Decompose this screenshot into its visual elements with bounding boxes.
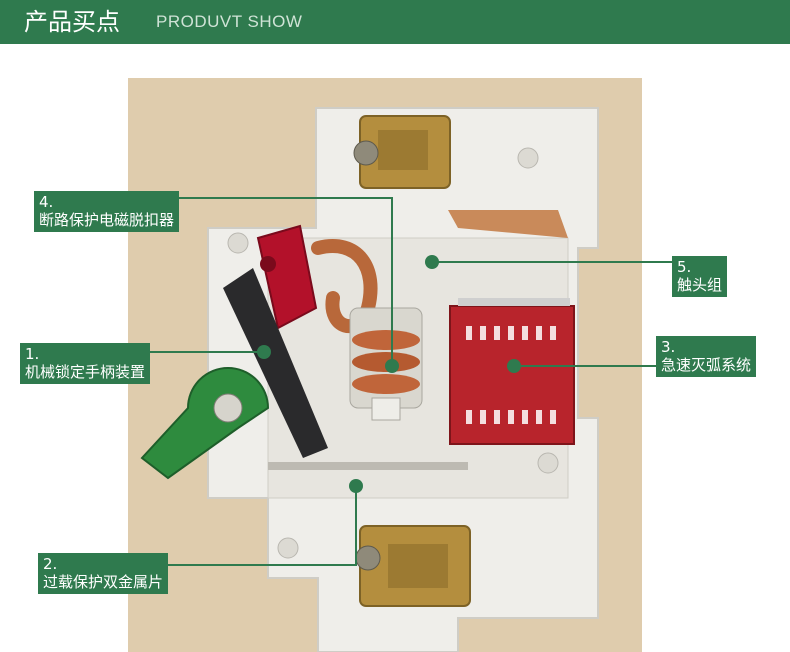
callout-5-number: 5.: [677, 258, 692, 276]
callout-1-number: 1.: [25, 345, 40, 363]
leader-dot-1: [257, 345, 271, 359]
leader-dot-2: [349, 479, 363, 493]
callout-3-number: 3.: [661, 338, 676, 356]
callout-4: 4. 断路保护电磁脱扣器: [34, 191, 180, 232]
green-lever: [140, 367, 270, 480]
breaker-illustration: [128, 78, 642, 652]
callout-2-number: 2.: [43, 555, 58, 573]
callout-5: 5. 触头组: [672, 256, 728, 297]
callout-4-number: 4.: [39, 193, 54, 211]
leader-dot-4: [385, 359, 399, 373]
callout-3: 3. 急速灭弧系统: [656, 336, 757, 377]
leader-dot-5: [425, 255, 439, 269]
callout-4-text: 断路保护电磁脱扣器: [39, 211, 175, 229]
leader-dot-3: [507, 359, 521, 373]
black-lever: [223, 268, 328, 458]
header-bar: 产品买点 PRODUVT SHOW: [0, 0, 790, 44]
bimetal-strip: [268, 462, 468, 470]
callout-3-text: 急速灭弧系统: [661, 356, 752, 374]
callout-1-text: 机械锁定手柄装置: [25, 363, 146, 381]
callout-2-text: 过载保护双金属片: [43, 573, 164, 591]
callout-5-text: 触头组: [677, 276, 723, 294]
red-handle: [256, 224, 318, 330]
callout-2: 2. 过载保护双金属片: [38, 553, 169, 594]
header-title: 产品买点: [24, 8, 120, 36]
callout-1: 1. 机械锁定手柄装置: [20, 343, 151, 384]
header-subtitle: PRODUVT SHOW: [156, 12, 303, 31]
